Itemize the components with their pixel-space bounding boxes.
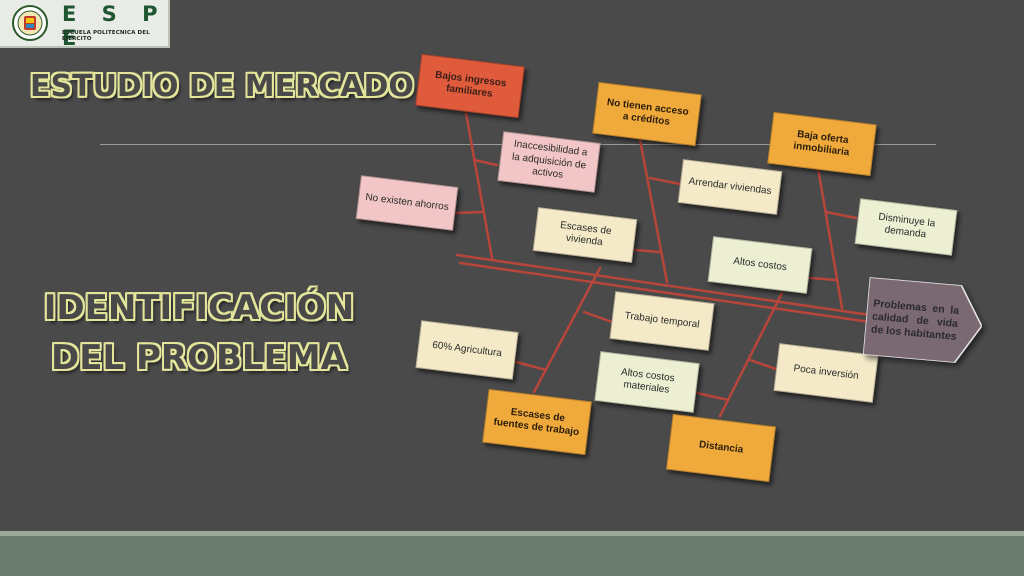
spine-bone-upper [455,253,872,317]
twig-trabajo-temporal [582,310,614,324]
footer-accent-line [0,531,1024,536]
effect-arrow-shape [862,277,983,364]
twig-arrendar [648,176,682,186]
twig-altos-costos [808,276,838,282]
rib-creditos [638,138,669,284]
twig-ahorros [454,210,484,215]
logo-letters: E S P E [62,2,167,50]
spine-bone-lower [458,261,872,324]
footer-band [0,536,1024,576]
rib-fuentes-trabajo [532,266,602,394]
effect-box: Problemas en la calidad de vida de los h… [862,277,985,365]
effect-label: Problemas en la calidad de vida de los h… [870,297,960,343]
page-title-line-2: DEL PROBLEMA [51,338,347,378]
twig-escases-vivienda [633,248,662,254]
section-title: ESTUDIO DE MERCADO [30,69,414,104]
twig-agricultura [514,360,548,372]
twig-disminuye [824,210,858,220]
espe-logo: E S P E ESCUELA POLITECNICA DEL EJERCITO [0,0,170,50]
twig-altos-costos-materiales [695,391,730,402]
rib-bajos-ingresos [464,111,494,260]
logo-subtitle: ESCUELA POLITECNICA DEL EJERCITO [62,30,150,42]
twig-poca-inversion [748,358,778,371]
twig-inaccesibilidad [472,158,499,167]
rib-distancia [718,291,784,418]
page-title: IDENTIFICACIÓN DEL PROBLEMA [38,283,360,383]
rib-oferta [816,166,844,310]
page-title-line-1: IDENTIFICACIÓN [43,288,355,328]
university-seal-icon [12,5,48,41]
